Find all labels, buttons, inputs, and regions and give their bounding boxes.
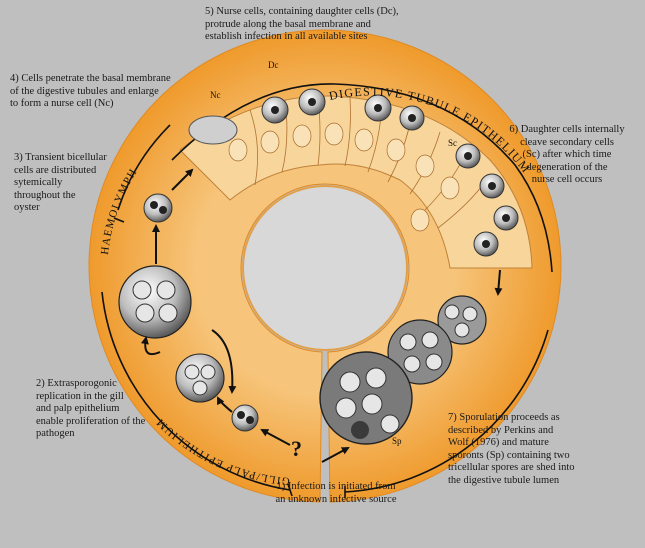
tubule-lumen — [242, 185, 408, 351]
step-1-caption: 1) Infection is initiated from an unknow… — [275, 481, 397, 505]
nurse-cells — [188, 88, 425, 145]
cycle-arrows — [140, 168, 503, 463]
secondary-cells — [455, 143, 519, 257]
left-cells — [118, 193, 259, 432]
label-sp: Sp — [392, 436, 402, 446]
unknown-source-mark: ? — [291, 436, 302, 461]
step-6-caption: 6) Daughter cells internally cleave seco… — [509, 124, 625, 185]
label-sc: Sc — [448, 138, 457, 148]
sporonts — [319, 295, 487, 445]
epithelial-nuclei — [228, 122, 460, 232]
step-5-caption: 5) Nurse cells, containing daughter cell… — [205, 6, 399, 42]
label-nc: Nc — [210, 90, 221, 100]
step-2-caption: 2) Extrasporogonic replication in the gi… — [36, 378, 146, 439]
label-dc: Dc — [268, 60, 279, 70]
step-3-caption: 3) Transient bicellular cells are distri… — [14, 152, 107, 213]
step-7-caption: 7) Sporulation proceeds as described by … — [448, 412, 575, 486]
basal-membrane — [171, 83, 553, 273]
ring-brackets — [101, 124, 549, 498]
step-4-caption: 4) Cells penetrate the basal membrane of… — [10, 73, 171, 109]
